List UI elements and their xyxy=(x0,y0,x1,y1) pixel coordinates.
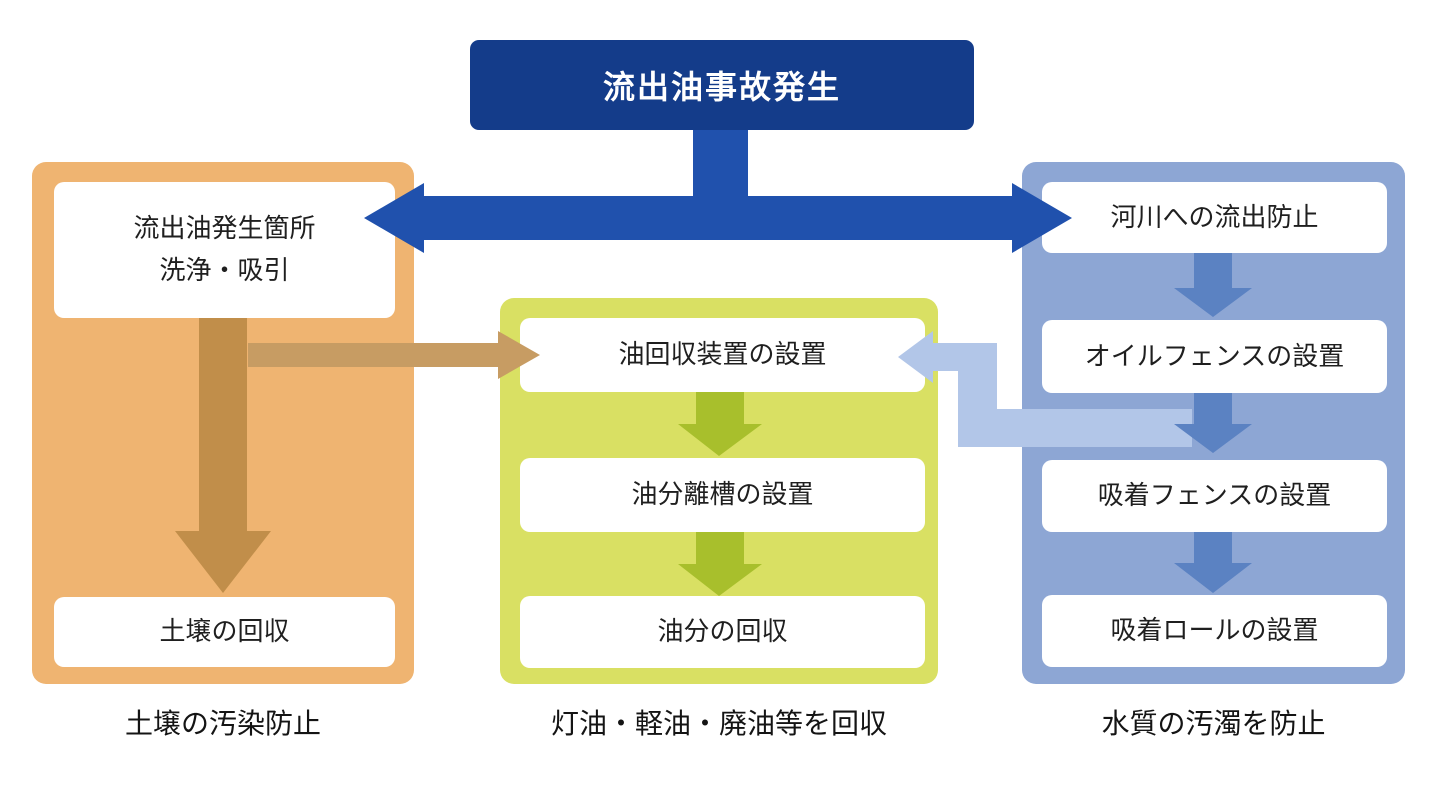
node-absorbent-roll: 吸着ロールの設置 xyxy=(1042,595,1387,667)
node-oil-recovery-device: 油回収装置の設置 xyxy=(520,318,925,392)
node-oil-separation-tank: 油分離槽の設置 xyxy=(520,458,925,532)
main-double-arrow xyxy=(364,183,1072,253)
start-node: 流出油事故発生 xyxy=(470,40,974,130)
node-oil-fence: オイルフェンスの設置 xyxy=(1042,320,1387,393)
node-spill-site-cleaning: 流出油発生箇所 洗浄・吸引 xyxy=(54,182,395,318)
node-oil-collection: 油分の回収 xyxy=(520,596,925,668)
node-river-outflow-prevention: 河川への流出防止 xyxy=(1042,182,1387,253)
water-caption: 水質の汚濁を防止 xyxy=(1101,708,1326,739)
node-line-2: 洗浄・吸引 xyxy=(159,255,290,285)
soil-caption: 土壌の汚染防止 xyxy=(124,708,321,739)
node-absorbent-fence: 吸着フェンスの設置 xyxy=(1042,460,1387,532)
start-node-stem-connector xyxy=(693,124,748,218)
node-soil-recovery: 土壌の回収 xyxy=(54,597,395,667)
oil-caption: 灯油・軽油・廃油等を回収 xyxy=(550,708,887,739)
node-line-1: 流出油発生箇所 xyxy=(133,213,316,244)
node-spill-site-cleaning-text: 流出油発生箇所 洗浄・吸引 xyxy=(133,208,315,291)
